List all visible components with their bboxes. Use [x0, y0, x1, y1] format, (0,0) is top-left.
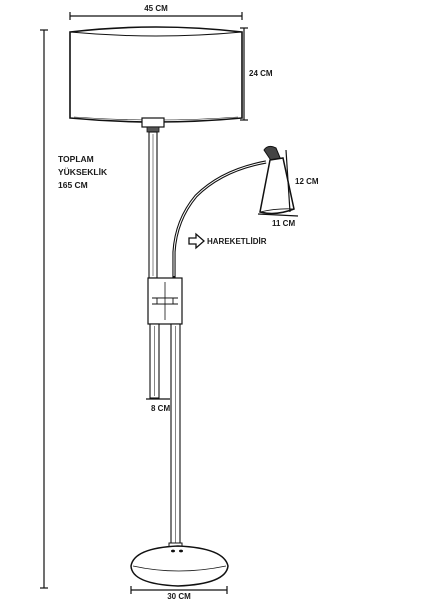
rod-width-label: 8 CM [151, 404, 170, 413]
reading-height-dimension [285, 149, 291, 213]
upper-rod [148, 131, 158, 279]
base-width-label: 30 CM [167, 592, 191, 600]
main-lamp-shade [69, 26, 243, 123]
reading-lamp-shade [259, 145, 295, 215]
movable-label: HAREKETLİDİR [207, 237, 267, 246]
total-height-label-line2: YÜKSEKLİK [58, 167, 108, 177]
arrow-right-outline-icon [188, 232, 205, 250]
shade-fitting [141, 117, 165, 133]
lamp-base [130, 542, 229, 587]
reading-width-dimension [257, 213, 299, 217]
shade-height-dimension [240, 27, 248, 121]
shade-width-label: 45 CM [144, 4, 168, 13]
shade-width-dimension [69, 12, 243, 20]
reading-width-label: 11 CM [272, 219, 295, 228]
total-height-label-line1: TOPLAM [58, 154, 94, 164]
main-pole [170, 323, 181, 549]
shade-height-label: 24 CM [249, 69, 273, 78]
base-width-dimension [130, 586, 228, 594]
reading-height-label: 12 CM [295, 177, 319, 186]
lower-left-rod [149, 323, 160, 399]
flexible-arm [172, 160, 267, 278]
joint-bracket [147, 277, 183, 325]
total-height-dimension [40, 29, 48, 589]
total-height-label-line3: 165 CM [58, 180, 88, 190]
